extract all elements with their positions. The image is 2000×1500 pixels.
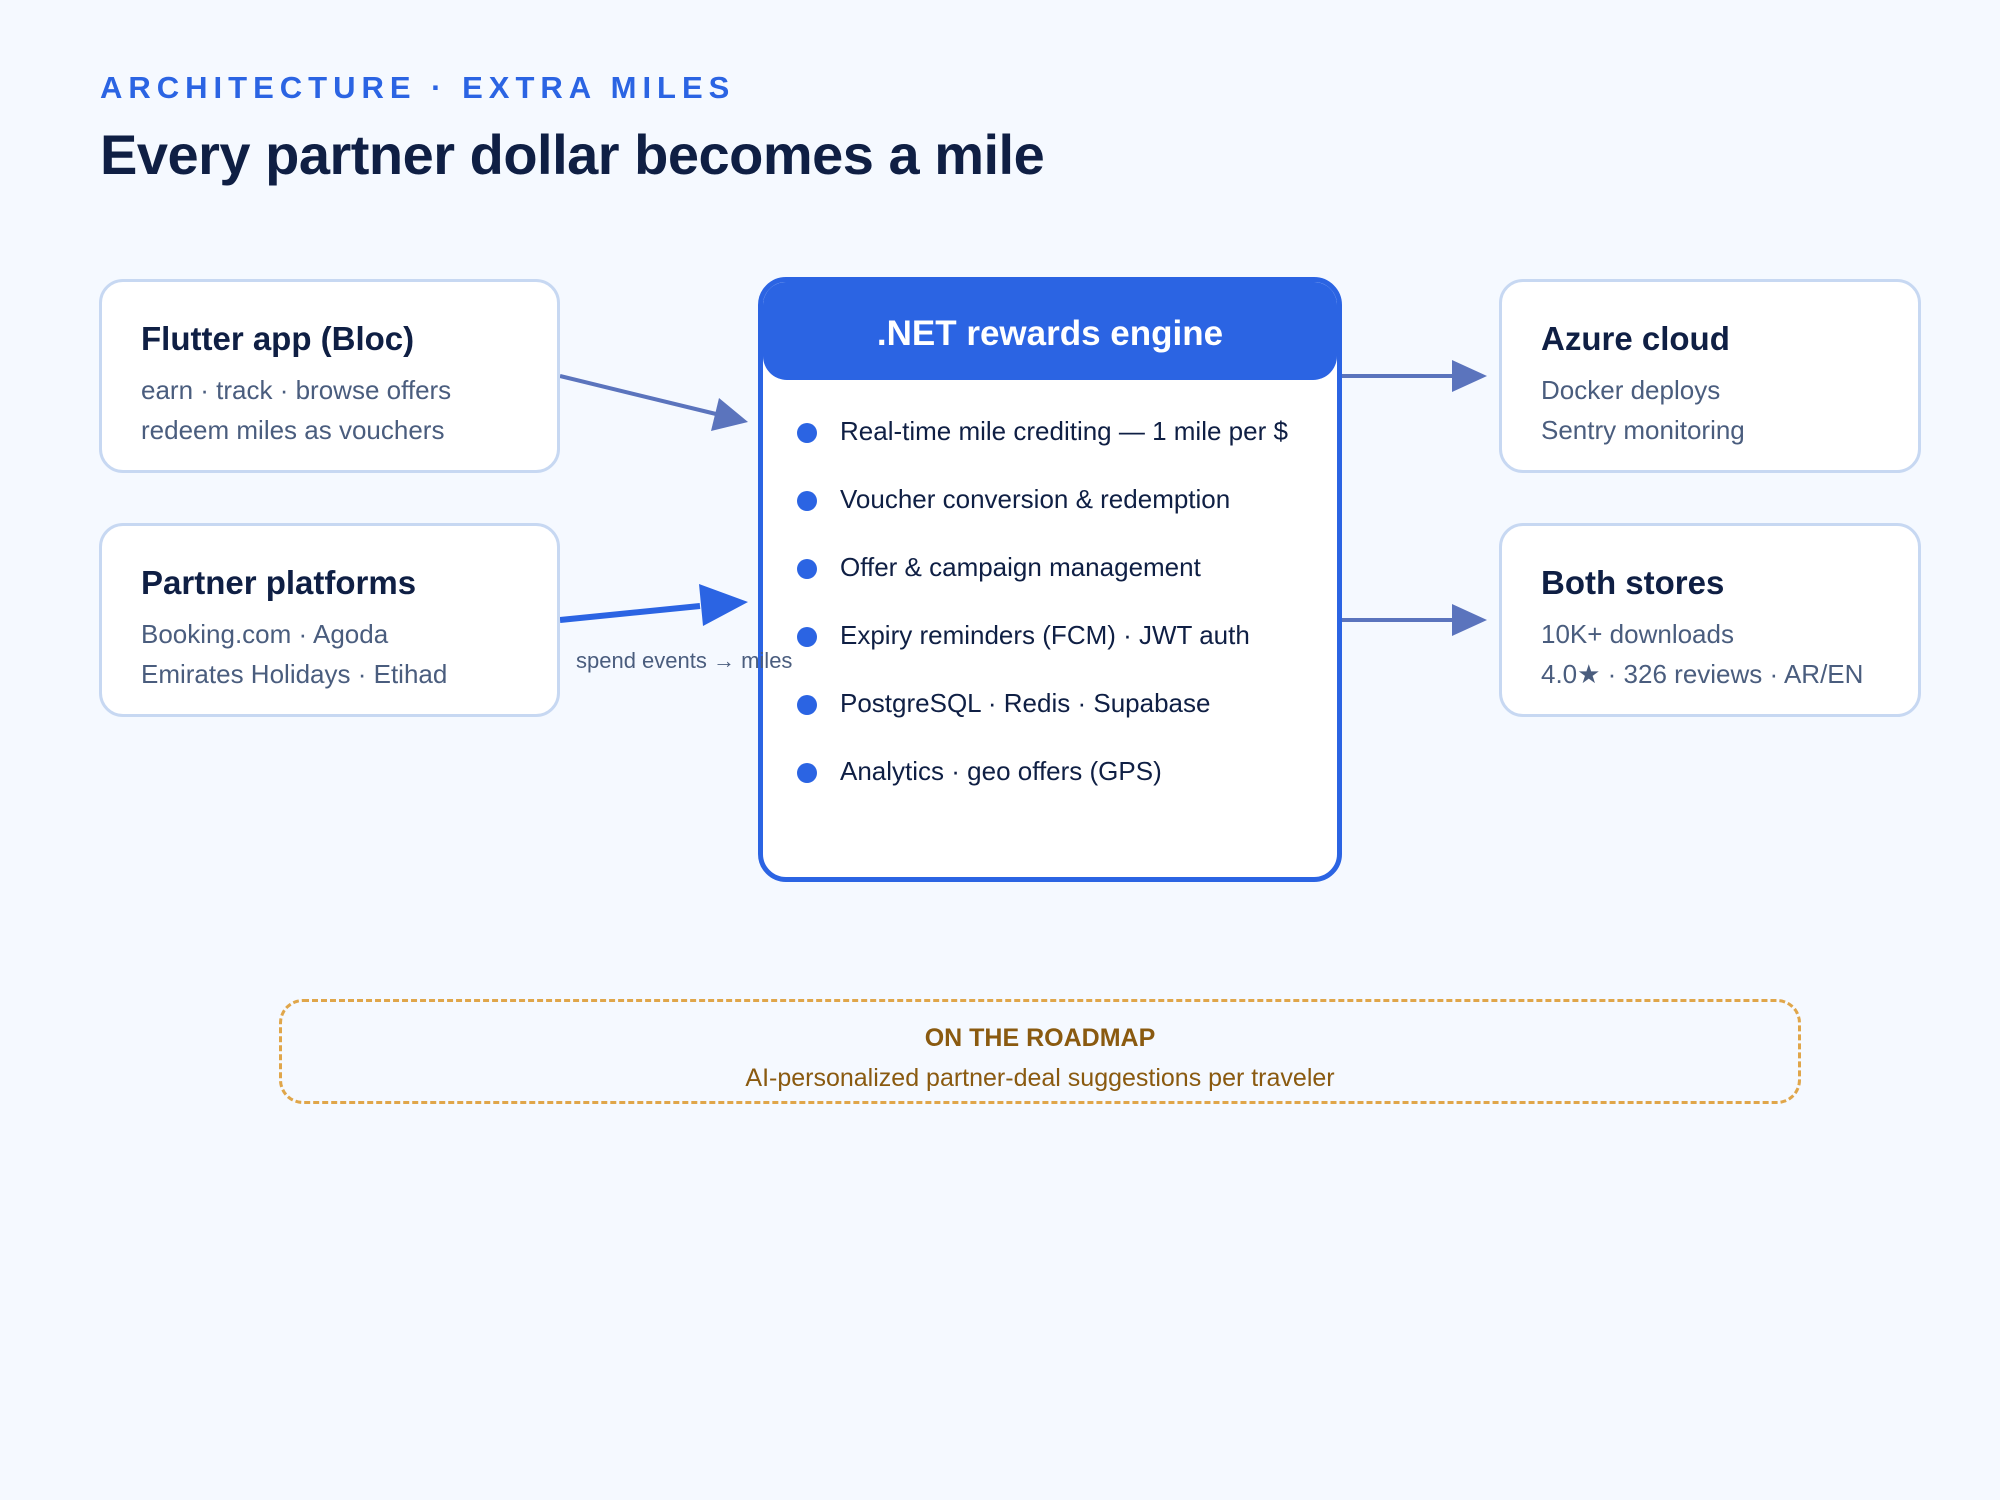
diagram-eyebrow: ARCHITECTURE · EXTRA MILES bbox=[100, 70, 736, 105]
engine-feature: Expiry reminders (FCM) · JWT auth bbox=[797, 618, 1288, 686]
engine-feature-label: Expiry reminders (FCM) · JWT auth bbox=[840, 620, 1250, 650]
arrow-engine-to-azure bbox=[1342, 360, 1487, 392]
bullet-dot-icon bbox=[797, 559, 817, 579]
target-card-both-stores: Both stores 10K+ downloads 4.0★ · 326 re… bbox=[1499, 523, 1921, 717]
card-line: Booking.com · Agoda bbox=[141, 619, 389, 649]
bullet-dot-icon bbox=[797, 695, 817, 715]
roadmap-text: AI-personalized partner-deal suggestions… bbox=[745, 1064, 1335, 1092]
rewards-engine-box: .NET rewards engine Real-time mile credi… bbox=[758, 277, 1342, 882]
edge-label-spend-events: spend events → miles bbox=[576, 648, 793, 673]
engine-feature-list: Real-time mile crediting — 1 mile per $ … bbox=[797, 414, 1288, 822]
engine-feature-label: Real-time mile crediting — 1 mile per $ bbox=[840, 416, 1288, 446]
roadmap-callout: ON THE ROADMAP AI-personalized partner-d… bbox=[279, 999, 1801, 1104]
card-title: Azure cloud bbox=[1541, 320, 1730, 357]
source-card-flutter-app: Flutter app (Bloc) earn · track · browse… bbox=[99, 279, 560, 473]
engine-feature-label: PostgreSQL · Redis · Supabase bbox=[840, 688, 1211, 718]
diagram-title: Every partner dollar becomes a mile bbox=[100, 123, 1045, 186]
card-line: Docker deploys bbox=[1541, 375, 1721, 405]
card-line: earn · track · browse offers bbox=[141, 375, 452, 405]
engine-feature: Voucher conversion & redemption bbox=[797, 482, 1288, 550]
engine-feature-label: Analytics · geo offers (GPS) bbox=[840, 756, 1162, 786]
card-line: Emirates Holidays · Etihad bbox=[141, 659, 448, 689]
engine-feature: Offer & campaign management bbox=[797, 550, 1288, 618]
card-title: Both stores bbox=[1541, 564, 1725, 601]
arrow-partners-to-engine bbox=[559, 584, 748, 626]
card-line: redeem miles as vouchers bbox=[141, 415, 445, 445]
card-title: Partner platforms bbox=[141, 564, 417, 601]
bullet-dot-icon bbox=[797, 763, 817, 783]
engine-feature-label: Offer & campaign management bbox=[840, 552, 1201, 582]
card-line: 4.0★ · 326 reviews · AR/EN bbox=[1541, 659, 1864, 689]
bullet-dot-icon bbox=[797, 423, 817, 443]
engine-feature: PostgreSQL · Redis · Supabase bbox=[797, 686, 1288, 754]
arrow-engine-to-stores bbox=[1342, 604, 1487, 636]
source-card-partner-platforms: Partner platforms Booking.com · Agoda Em… bbox=[99, 523, 560, 717]
card-title: Flutter app (Bloc) bbox=[141, 320, 415, 357]
engine-feature-label: Voucher conversion & redemption bbox=[840, 484, 1231, 514]
card-line: Sentry monitoring bbox=[1541, 415, 1745, 445]
engine-feature: Analytics · geo offers (GPS) bbox=[797, 754, 1288, 822]
bullet-dot-icon bbox=[797, 491, 817, 511]
engine-feature: Real-time mile crediting — 1 mile per $ bbox=[797, 414, 1288, 482]
target-card-azure-cloud: Azure cloud Docker deploys Sentry monito… bbox=[1499, 279, 1921, 473]
roadmap-title: ON THE ROADMAP bbox=[924, 1024, 1156, 1052]
bullet-dot-icon bbox=[797, 627, 817, 647]
card-line: 10K+ downloads bbox=[1541, 619, 1734, 649]
arrow-flutter-to-engine bbox=[559, 374, 748, 431]
engine-title: .NET rewards engine bbox=[763, 282, 1337, 380]
